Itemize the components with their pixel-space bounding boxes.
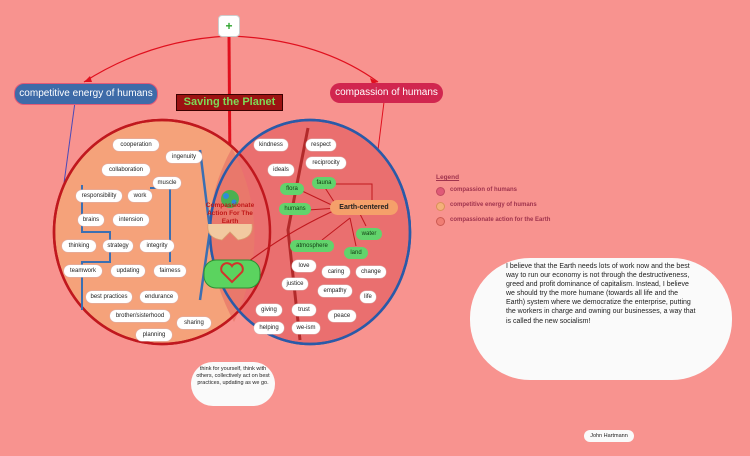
- word-giving[interactable]: giving: [256, 304, 282, 316]
- word-fauna[interactable]: fauna: [312, 177, 336, 189]
- page-title[interactable]: Saving the Planet: [176, 94, 283, 111]
- legend-dot-competitive: [436, 202, 445, 211]
- word-we-ism[interactable]: we-ism: [292, 322, 320, 334]
- word-thinking[interactable]: thinking: [62, 240, 96, 252]
- word-reciprocity[interactable]: reciprocity: [306, 157, 346, 169]
- word-justice[interactable]: justice: [282, 278, 308, 290]
- word-responsibility[interactable]: responsibility: [76, 190, 122, 202]
- legend-label-competitive: competitive energy of humans: [450, 202, 537, 208]
- word-best-practices[interactable]: best practices: [86, 291, 132, 303]
- center-title[interactable]: Compassionate Action For The Earth: [205, 202, 255, 225]
- word-peace[interactable]: peace: [328, 310, 356, 322]
- word-brains[interactable]: brains: [78, 214, 104, 226]
- word-cooperation[interactable]: cooperation: [113, 139, 159, 151]
- word-empathy[interactable]: empathy: [318, 285, 352, 297]
- word-muscle[interactable]: muscle: [153, 177, 181, 189]
- word-ingenuity[interactable]: ingenuity: [166, 151, 202, 163]
- word-updating[interactable]: updating: [111, 265, 145, 277]
- word-caring[interactable]: caring: [322, 266, 350, 278]
- word-humans[interactable]: humans: [279, 203, 311, 215]
- quote-bubble[interactable]: I believe that the Earth needs lots of w…: [470, 258, 732, 380]
- word-work[interactable]: work: [128, 190, 152, 202]
- word-love[interactable]: love: [292, 260, 316, 272]
- word-change[interactable]: change: [356, 266, 386, 278]
- earth-centered-node[interactable]: Earth-centered: [330, 200, 398, 215]
- word-brother-sisterhood[interactable]: brother/sisterhood: [110, 310, 170, 322]
- word-strategy[interactable]: strategy: [103, 240, 133, 252]
- word-helping[interactable]: helping: [254, 322, 284, 334]
- legend-label-compassion: compassion of humans: [450, 187, 518, 193]
- word-land[interactable]: land: [344, 247, 368, 259]
- word-flora[interactable]: flora: [280, 183, 304, 195]
- topic-competitive-energy[interactable]: competitive energy of humans: [14, 83, 158, 105]
- legend-dot-action: [436, 217, 445, 226]
- word-sharing[interactable]: sharing: [177, 317, 211, 329]
- heart-node[interactable]: [203, 259, 261, 289]
- topic-compassion[interactable]: compassion of humans: [330, 83, 443, 103]
- word-trust[interactable]: trust: [292, 304, 316, 316]
- hands-earth-icon: [207, 190, 253, 241]
- add-topic-button[interactable]: +: [218, 15, 240, 37]
- legend-label-action: compassionate action for the Earth: [450, 217, 551, 223]
- word-endurance[interactable]: endurance: [140, 291, 178, 303]
- word-integrity[interactable]: integrity: [140, 240, 174, 252]
- word-atmosphere[interactable]: atmosphere: [290, 240, 334, 252]
- word-ideals[interactable]: ideals: [268, 164, 294, 176]
- word-intension[interactable]: intension: [113, 214, 149, 226]
- connector-right: [231, 35, 379, 83]
- word-water[interactable]: water: [356, 228, 382, 240]
- note-think-for-yourself[interactable]: think for yourself, think with others, c…: [191, 362, 275, 406]
- word-fairness[interactable]: fairness: [154, 265, 186, 277]
- legend-dot-compassion: [436, 187, 445, 196]
- word-kindness[interactable]: kindness: [254, 139, 288, 151]
- word-collaboration[interactable]: collaboration: [102, 164, 150, 176]
- connector-left: [83, 35, 229, 83]
- word-life[interactable]: life: [360, 291, 376, 303]
- heart-icon: [220, 262, 244, 284]
- word-planning[interactable]: planning: [136, 329, 172, 341]
- word-respect[interactable]: respect: [306, 139, 336, 151]
- author-label[interactable]: John Hartmann: [584, 430, 634, 442]
- legend-title: Legend: [436, 174, 460, 181]
- word-teamwork[interactable]: teamwork: [64, 265, 102, 277]
